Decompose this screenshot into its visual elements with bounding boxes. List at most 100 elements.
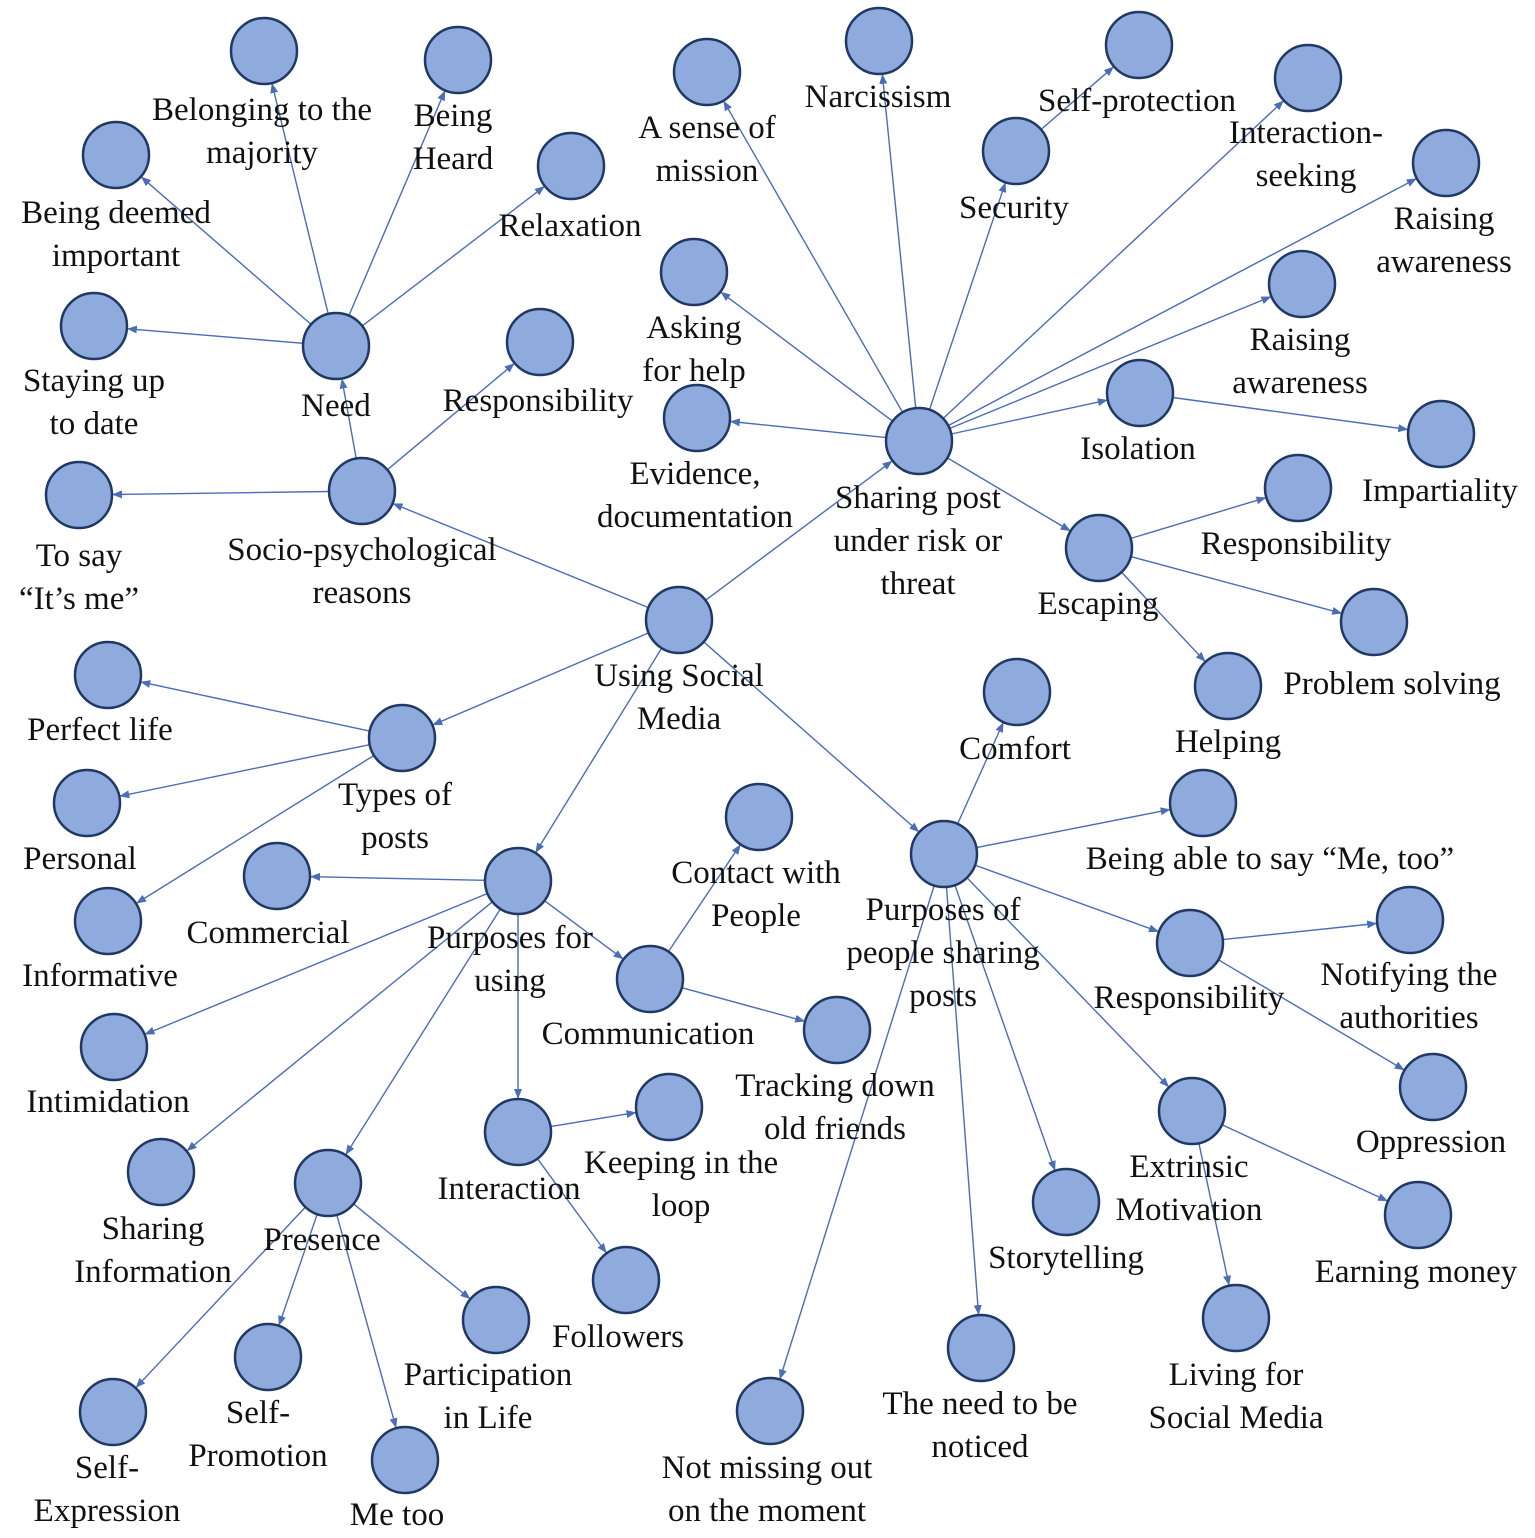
node-label-line: Staying up — [23, 363, 165, 399]
node-label-line: threat — [880, 566, 955, 602]
node-label-line: under risk or — [834, 523, 1003, 559]
node-oppression — [1398, 1052, 1468, 1122]
node-interseek — [1273, 43, 1343, 113]
edge-presence-to-particip — [353, 1203, 471, 1300]
edge-ppl-to-extrinsic — [966, 877, 1170, 1088]
node-resp1 — [505, 307, 575, 377]
node-storytelling — [1031, 1167, 1101, 1237]
edge-sharing-to-security — [928, 182, 1007, 410]
edge-purposes-to-presence — [345, 908, 501, 1156]
node-mission — [672, 37, 742, 107]
node-label-line: Contact with — [671, 855, 841, 891]
node-label-line: Sharing — [102, 1211, 205, 1247]
node-label-line: Not missing out — [662, 1450, 873, 1486]
node-label-line: Being deemed — [21, 195, 211, 231]
node-label-line: To say — [36, 538, 123, 574]
node-security — [981, 116, 1051, 186]
node-types — [367, 703, 437, 773]
edge-sharing-to-mission — [723, 100, 904, 413]
edge-socio-to-resp1 — [386, 363, 515, 471]
node-living — [1201, 1283, 1271, 1353]
node-label-line: Oppression — [1356, 1124, 1506, 1160]
node-label-line: for help — [642, 353, 746, 389]
edge-presence-to-selfexp — [135, 1206, 306, 1388]
node-label-line: Sharing post — [835, 480, 1001, 516]
node-impartial — [1406, 399, 1476, 469]
edge-purposes-to-commercial — [310, 872, 486, 881]
node-label-itsme: To say“It’s me” — [19, 538, 139, 617]
edge-using-to-socio — [392, 503, 649, 609]
node-label-line: Escaping — [1038, 586, 1159, 622]
node-label-line: Responsibility — [1201, 526, 1392, 562]
node-label-line: mission — [656, 153, 759, 189]
node-label-line: reasons — [313, 575, 412, 611]
node-label-line: Self-protection — [1038, 83, 1236, 119]
node-using — [644, 585, 714, 655]
node-heard — [423, 25, 493, 95]
edge-socio-to-need — [339, 378, 357, 459]
node-label-mission: A sense of mission — [638, 110, 775, 189]
edge-sharing-to-aware2 — [949, 296, 1272, 430]
node-label-line: Earning money — [1315, 1254, 1518, 1290]
node-extrinsic — [1157, 1076, 1227, 1146]
node-label-line: loop — [652, 1188, 711, 1224]
node-label-line: Extrinsic — [1129, 1149, 1248, 1185]
node-perfect — [73, 640, 143, 710]
edge-need-to-heard — [348, 90, 446, 316]
node-noticed — [946, 1313, 1016, 1383]
node-label-need: Need — [301, 388, 371, 424]
node-label-line: Interaction- — [1229, 115, 1383, 151]
edge-types-to-informative — [136, 754, 375, 904]
node-label-line: Need — [301, 388, 371, 424]
node-need — [301, 311, 371, 381]
node-informative — [73, 886, 143, 956]
node-label-resp3: Responsibility — [1094, 980, 1285, 1016]
node-metoo — [370, 1425, 440, 1495]
edge-security-to-selfprot — [1040, 66, 1114, 131]
edge-ppl-to-missing — [778, 885, 935, 1380]
edge-using-to-ppl — [703, 641, 920, 833]
edge-purposes-to-sharinginfo — [186, 901, 493, 1152]
node-label-line: Purposes of — [866, 892, 1021, 928]
node-tracking — [802, 995, 872, 1065]
node-label-line: Information — [74, 1254, 232, 1290]
node-label-line: to date — [50, 406, 139, 442]
node-relax — [536, 131, 606, 201]
node-problem — [1339, 587, 1409, 657]
node-label-line: Security — [959, 190, 1069, 226]
edge-escaping-to-helping — [1120, 571, 1206, 662]
edge-sharing-to-escaping — [947, 457, 1071, 532]
edge-communication-to-tracking — [681, 987, 806, 1023]
node-label-selfexp: Self-Expression — [34, 1450, 181, 1529]
edge-using-to-types — [432, 632, 649, 726]
node-itsme — [44, 460, 114, 530]
node-label-line: Informative — [22, 958, 178, 994]
node-label-line: important — [52, 238, 180, 274]
node-label-perfect: Perfect life — [27, 712, 173, 748]
node-label-communication: Communication — [542, 1016, 755, 1052]
node-label-line: Tracking down — [735, 1068, 935, 1104]
node-label-line: People — [711, 898, 801, 934]
node-label-metoosay: Being able to say “Me, too” — [1086, 841, 1454, 877]
node-label-selfprot: Self-protection — [1038, 83, 1236, 119]
node-label-line: Commercial — [186, 915, 349, 951]
node-label-line: A sense of — [638, 110, 775, 146]
node-label-line: Keeping in the — [584, 1145, 778, 1181]
node-label-line: Being — [414, 98, 493, 134]
node-label-narc: Narcissism — [805, 79, 952, 115]
node-askhelp — [659, 237, 729, 307]
node-label-uptodate: Staying up to date — [23, 363, 165, 442]
node-selfexp — [78, 1377, 148, 1447]
node-label-line: majority — [206, 135, 318, 171]
node-label-line: Comfort — [959, 731, 1071, 767]
node-label-line: Being able to say “Me, too” — [1086, 841, 1454, 877]
node-label-isolation: Isolation — [1080, 431, 1195, 467]
node-label-line: Self- — [226, 1395, 290, 1431]
